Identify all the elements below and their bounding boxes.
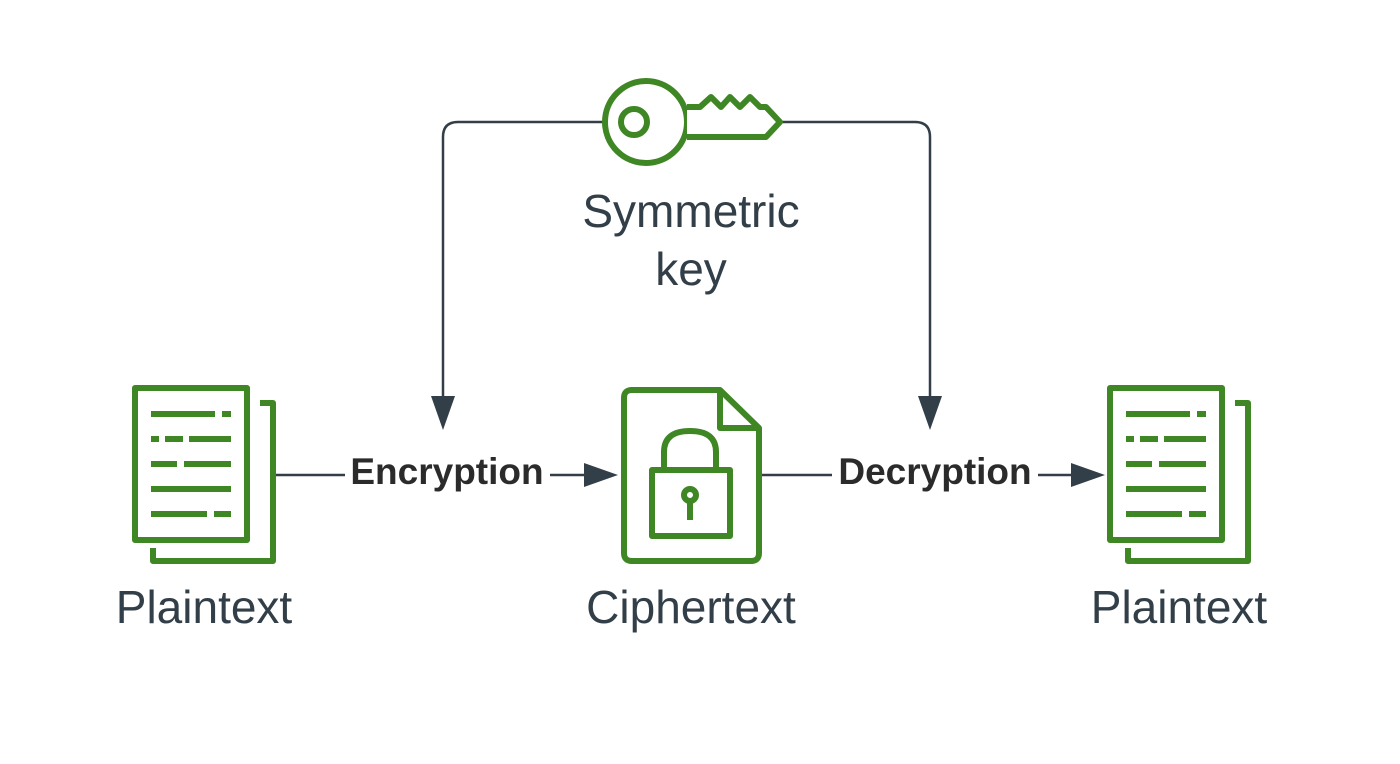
encryption-label: Encryption <box>350 451 543 492</box>
document-icon <box>132 385 276 564</box>
symmetric-key-label-line2: key <box>655 243 727 295</box>
key-to-decryption-connector <box>776 120 942 430</box>
decryption-label: Decryption <box>838 451 1031 492</box>
document-icon <box>1107 385 1251 564</box>
ciphertext-label: Ciphertext <box>586 581 796 633</box>
key-to-encryption-connector <box>431 120 605 430</box>
decryption-connector <box>762 463 1105 487</box>
plaintext-left-label: Plaintext <box>116 581 293 633</box>
symmetric-key-label-line1: Symmetric <box>582 185 799 237</box>
plaintext-right-label: Plaintext <box>1091 581 1268 633</box>
locked-document-icon <box>621 387 762 564</box>
encryption-connector <box>276 463 618 487</box>
key-icon <box>602 78 783 166</box>
